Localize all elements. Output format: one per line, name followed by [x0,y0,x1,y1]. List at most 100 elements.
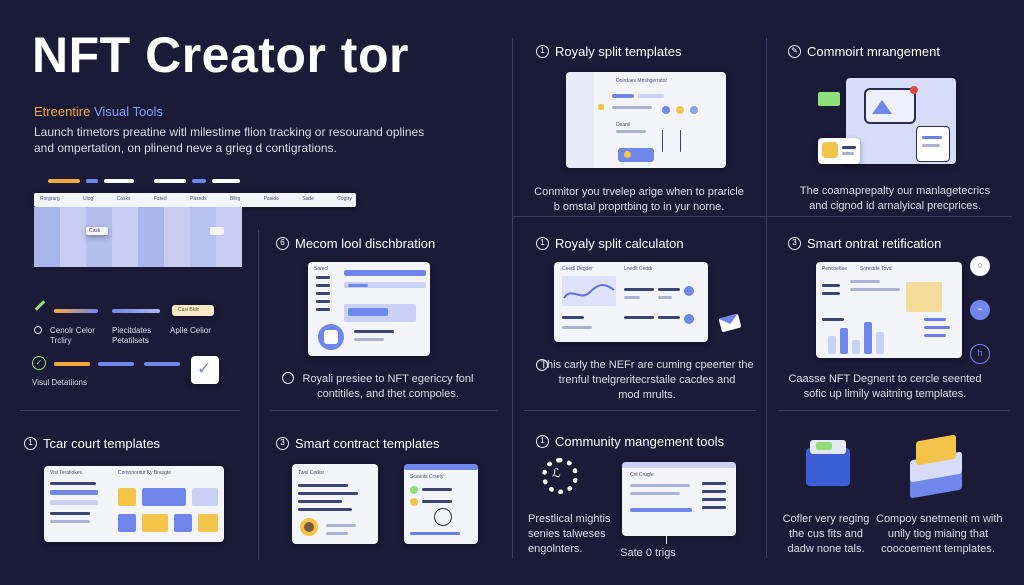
divider-v3 [766,38,767,558]
stack-icon [906,434,966,499]
smart-contract-card-a: Twel Cedisr [292,464,378,544]
sec-royalty-templates-title: Royaly split templates [555,44,682,59]
divider-h2 [20,410,240,411]
legend-line-4 [98,362,134,366]
legend-bullet-icon [34,326,42,334]
timeline-column-header: Ulog [83,196,94,202]
check-icon: ✓ [197,359,212,378]
number-icon: 1 [24,437,37,450]
timeline-column-header: Cogtry [337,196,352,202]
sec-community-title: Community mangement tools [555,434,725,449]
sec-smart-notif-title: Smart ontrat retification [807,236,942,251]
pen-icon [34,300,46,311]
divider-v1 [258,230,259,560]
divider-h3 [270,410,498,411]
calc-wave [563,284,615,299]
commit-badge [818,92,840,106]
sec-mecom-title: Mecom lool dischbration [295,236,436,251]
divider-h5 [778,410,1010,411]
sec-royalty-templates-head: 1 Royaly split templates [536,44,681,59]
page-subtitle: Etreentire Visual Tools [34,104,163,119]
timeline-columns: Rorgrarg Ulog Casks Fated Pasnds Bltrg Pasido S… [40,196,352,204]
timeline-pill-2 [86,179,98,183]
sec-tcar-head: 1 Tcar court templates [24,436,160,451]
notif-h-icon[interactable]: h [970,344,990,364]
divider-v2 [512,38,513,558]
timeline-pill-4 [154,179,186,183]
community-line [666,536,667,544]
check-circle-icon: ✓ [32,356,46,370]
timeline-pill-3 [104,179,134,183]
sec-smart-contract-title: Smart contract templates [295,436,440,451]
subtitle-blue: Visual Tools [94,104,163,119]
sec-commit-head: ✎ Commoirt mrangement [788,44,940,59]
timeline-column-header: Pasido [263,196,279,202]
royalty-calc-card: Ceedl Degder Lnedlt Ceddr [554,262,708,342]
sec-mecom-desc: Royali presiee to NFT egericcy fonl cont… [302,373,474,400]
sec-tcar-title: Tcar court templates [43,436,161,451]
sec-smart-contract-head: 3 Smart contract templates [276,436,440,451]
number-icon: 6 [276,237,289,250]
timeline-column-header: Fated [153,196,167,202]
royalty-calc-icon [536,359,548,371]
divider-h1 [512,216,1012,217]
legend-checked-label: Visul Detatiions [32,378,87,387]
bottom-right-desc-right: Compoy snetmenit m with unily tiog miain… [876,513,1003,555]
community-footer: Sate 0 trigs [620,547,676,559]
number-icon: 1 [536,237,549,250]
timeline-card: Rorgrarg Ulog Casks Fated Pasnds Bltrg Pasido S… [34,193,356,207]
timeline-column-header: Bltrg [229,196,241,202]
checkbox-button[interactable]: ✓ [191,356,219,384]
legend-item-1: Cenolr Celor Trcliry [50,326,95,345]
legend-item-3: Apile Celior [170,326,211,335]
legend-line-1 [54,309,98,313]
sec-royalty-templates-desc: Conmitor you trvelep arige when to prari… [534,186,744,213]
page-description: Launch timetors preatine witl milestime … [34,125,425,155]
number-icon: 1 [536,435,549,448]
timeline-gantt: Cask [34,207,242,267]
sec-royalty-calc-head: 1 Royaly split calculaton [536,236,684,251]
timeline-column-header: Sade [302,196,314,202]
smart-contract-card-b: Scavols Crsety [404,464,478,544]
community-card: Cnl Crugle [622,462,736,536]
mecom-info-icon [282,372,294,384]
timeline-pill-6 [212,179,240,183]
sec-smart-notif-desc: Caasse NFT Degnent to cercle seented sof… [788,373,982,400]
legend-chip[interactable]: Casi Bldc [172,305,214,316]
mail-icon [718,313,742,333]
subtitle-orange: Etreentire [34,104,91,119]
legend-line-5 [144,362,180,366]
timeline-column-header: Rorgrarg [40,196,60,202]
notif-link-icon[interactable]: ⌁ [970,300,990,320]
timeline-column-header: Pasnds [189,196,207,202]
bottom-right-desc-left: Cofler very reging the cus fits and dadw… [782,513,870,555]
sec-community-head: 1 Community mangement tools [536,434,724,449]
smart-notif-card: Pencoetlee Somstde Tovd [816,262,962,358]
number-icon: 3 [276,437,289,450]
timeline-pill-5 [192,179,206,183]
sec-community-desc: Prestlical mightis senies talweses engol… [528,513,611,555]
pencil-icon: ✎ [788,45,801,58]
timeline-pill-1 [48,179,80,183]
sec-smart-notif-head: 3 Smart ontrat retification [788,236,941,251]
sec-royalty-calc-title: Royaly split calculaton [555,236,684,251]
notif-bell-icon[interactable]: ○ [970,256,990,276]
sec-commit-desc: The coamaprepalty our manlagetecrics and… [799,185,991,212]
mecom-card: Sarecl [308,262,430,356]
sec-royalty-calc-desc: This carly the NEFr are cuming cpeerter … [540,359,754,401]
tcar-card: Visl Teratiokes Comnnoritut Ky Brasgte [44,466,224,542]
divider-h4 [524,410,756,411]
sec-mecom-head: 6 Mecom lool dischbration [276,236,435,251]
commit-card [846,78,956,164]
number-icon: 3 [788,237,801,250]
server-icon [806,440,850,490]
sec-commit-title: Commoirt mrangement [807,44,940,59]
legend-item-2: Piecitdates Petatilsets [112,326,152,345]
number-icon: 1 [536,45,549,58]
timeline-chip[interactable]: Cask [86,227,108,235]
timeline-column-header: Casks [116,196,131,202]
page-title: NFT Creator tor [32,27,409,83]
gear-icon: ℒ [542,458,578,494]
commit-badge-2 [818,138,860,164]
legend-line-3 [54,362,90,366]
